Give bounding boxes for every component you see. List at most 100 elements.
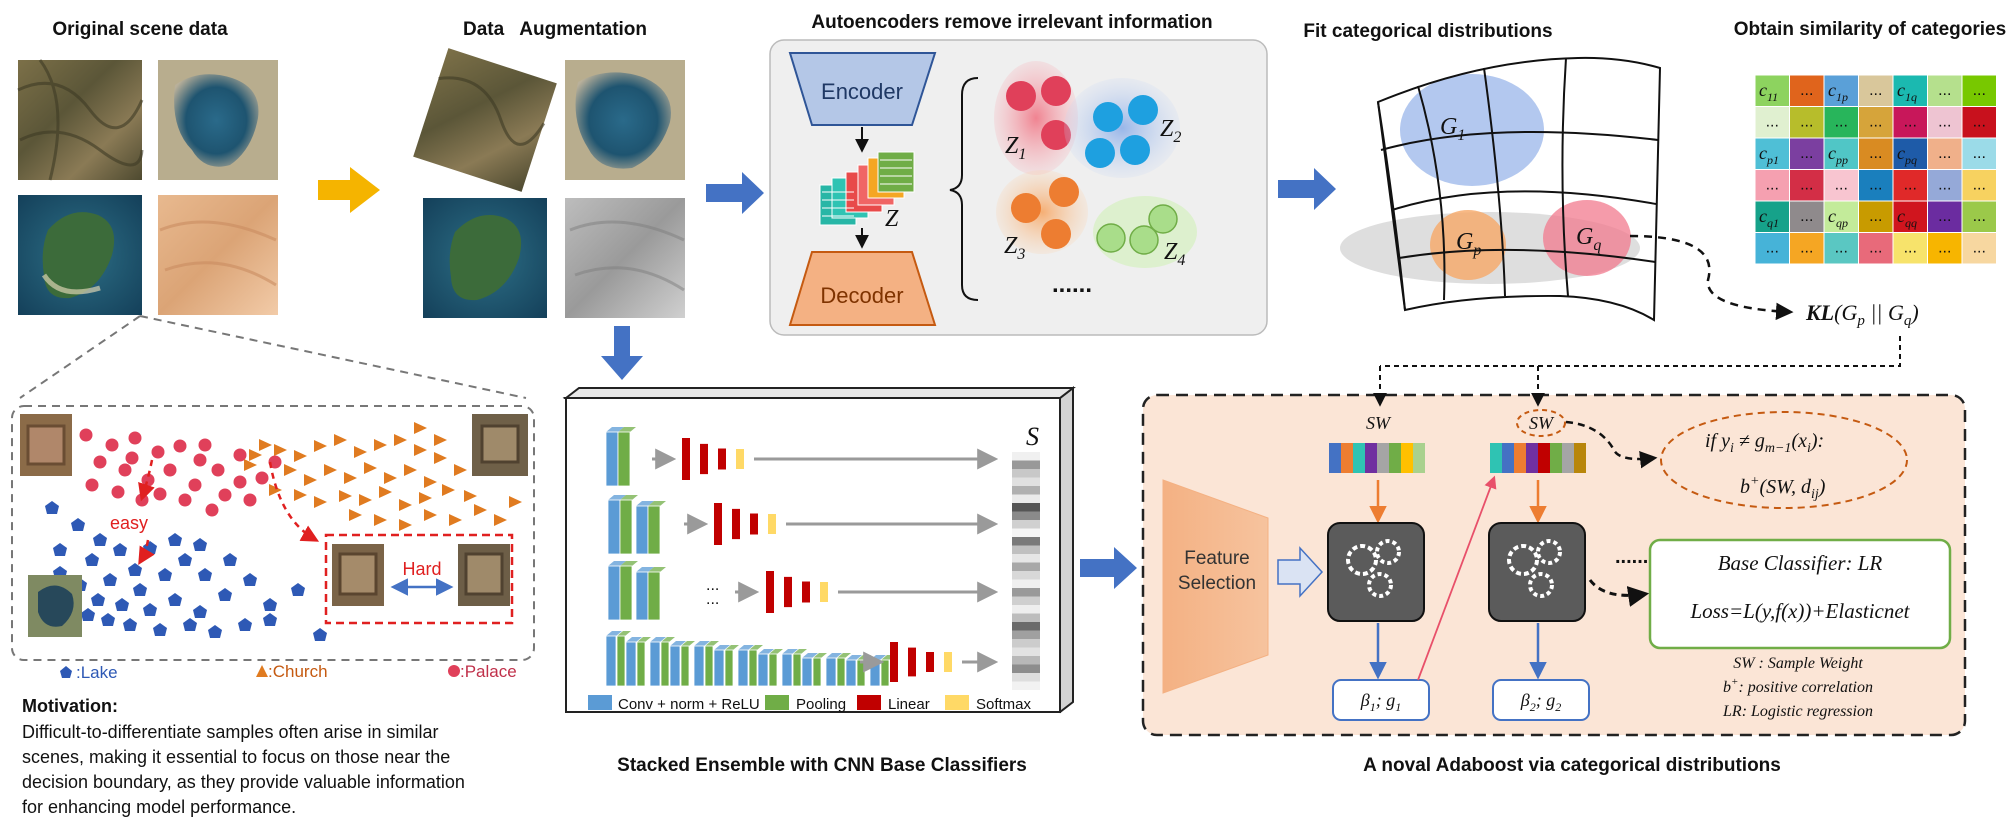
matrix-ellipsis: ... [1869,177,1882,194]
stacked-s-cell [1012,681,1040,690]
sample-weight-cell [1502,443,1514,473]
lake-point [101,613,115,626]
easy-arrow [138,459,155,502]
conv-layer [757,653,769,687]
palace-point [85,478,99,492]
legend-linear-label: Linear [888,696,930,713]
easy-label: easy [110,513,148,533]
softmax-layer [820,582,828,602]
lake-point [113,543,127,556]
church-point [509,496,522,508]
sample-weight-cell [1401,443,1413,473]
matrix-cell [1927,200,1963,233]
stacked-s-cell [1012,452,1040,461]
conv-layer [605,431,619,487]
base-classifier-title: Base Classifier: LR [1718,551,1883,575]
hard-box [324,533,514,625]
matrix-cell [1927,106,1963,139]
cluster-z3-point [1011,193,1041,223]
linear-layer [766,571,774,613]
cluster-z3-point [1041,219,1071,249]
matrix-ellipsis: ... [1904,114,1917,131]
legend-pool-label: Pooling [796,696,846,713]
conv-layer [625,641,637,687]
softmax-layer [944,652,952,672]
lake-point [128,563,142,576]
legend-softmax-label: Softmax [976,696,1032,713]
blue-arrow-to-fit [1278,168,1336,210]
title-original: Original scene data [52,19,228,40]
stacked-s-cell [1012,511,1040,520]
stacked-s-cell [1012,520,1040,529]
stacked-s-cell [1012,528,1040,537]
matrix-cell [1754,232,1790,265]
lake-point [193,538,207,551]
sample-weight-cell [1329,443,1341,473]
stacked-s-cell [1012,588,1040,597]
sw-label-2: SW [1529,413,1555,433]
matrix-ellipsis: ... [1938,82,1951,99]
palace-point [218,488,232,502]
encoder-label: Encoder [821,79,903,104]
brace [949,77,979,301]
lake-point [168,533,182,546]
motivation-line-1: Difficult-to-differentiate samples often… [22,722,439,742]
linear-layer [682,438,690,480]
church-point [314,440,327,452]
matrix-cell [1892,169,1928,202]
church-point [339,490,352,502]
g1-blob [1400,74,1544,186]
matrix-ellipsis: ... [1869,114,1882,131]
matrix-ellipsis: ... [1800,82,1813,99]
matrix-cell [1823,200,1859,233]
legend-conv-label: Conv + norm + ReLU [618,696,760,713]
lake-point [243,573,257,586]
sample-weight-cell [1413,443,1425,473]
matrix-ellipsis: ... [1800,177,1813,194]
motivation-scatter [45,422,522,641]
arrow-gq-to-kl [1629,234,1794,321]
stacked-s-cell [1012,596,1040,605]
sample-weight-cell [1538,443,1550,473]
palace-legend-icon [448,665,460,677]
aug-rotated-mountain-image [413,48,557,192]
cluster-z1-point [1006,81,1036,111]
matrix-ellipsis: ... [1835,177,1848,194]
cluster-z4-point [1129,225,1159,255]
cluster-z4-point [1148,204,1178,234]
lake-point [85,553,99,566]
scene-desert-image [158,195,278,315]
motivation-line-3: decision boundary, as they provide valua… [22,772,465,792]
stacked-s-label: S [1026,422,1039,451]
matrix-ellipsis: ... [1869,208,1882,225]
pool-layer [647,505,661,555]
cluster-dots: ...... [1052,271,1092,298]
stacked-s-cell [1012,503,1040,512]
loss-formula: Loss=L(y,f(x))+Elasticnet [1689,599,1910,623]
pool-layer [617,431,631,487]
sample-weight-cell [1514,443,1526,473]
lake-point [71,518,85,531]
pool-layer [836,657,846,687]
palace-point [163,463,177,477]
matrix-ellipsis: ... [1938,177,1951,194]
sample-weight-cell [1365,443,1377,473]
stacked-s-cell [1012,545,1040,554]
matrix-ellipsis: ... [1835,240,1848,257]
matrix-ellipsis: ... [1973,114,1986,131]
note-sw: SW : Sample Weight [1733,655,1863,672]
cluster-z3-point [1049,177,1079,207]
legend-conv-swatch [588,695,612,710]
lake-point [183,618,197,631]
church-point [494,514,507,526]
conv-layer [781,653,793,687]
matrix-cell [1927,137,1963,170]
linear-layer [784,576,792,608]
matrix-ellipsis: ... [1938,208,1951,225]
lake-point [208,625,222,638]
palace-point [233,448,247,462]
pool-layer [647,571,661,621]
matrix-cell [1754,106,1790,139]
base-classifier-box [1648,538,1952,650]
pool-layer [724,649,734,687]
